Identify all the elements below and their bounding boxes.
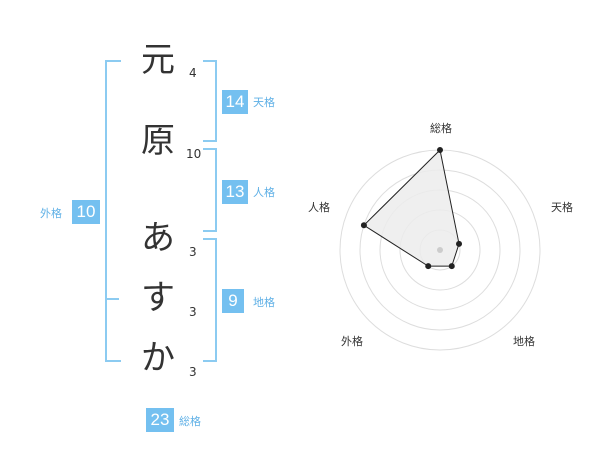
gaikaku-label: 外格: [40, 207, 62, 220]
tenkaku-label: 天格: [253, 96, 275, 109]
fortune-radar-chart: [339, 147, 541, 351]
name-char-2: 原: [141, 121, 175, 161]
gaikaku-bracket: [105, 60, 121, 362]
radar-axis-label-soukaku: 総格: [430, 122, 452, 135]
radar-value-polygon: [363, 148, 460, 267]
name-char-1: 元: [141, 40, 175, 80]
jinkaku-value-badge: 13: [222, 180, 248, 204]
name-char-5: か: [141, 338, 175, 378]
radar-axis-label-chikaku: 地格: [513, 335, 535, 348]
radar-point-4: [360, 222, 367, 229]
jinkaku-label: 人格: [253, 186, 275, 199]
chikaku-label: 地格: [253, 296, 275, 309]
soukaku-value-badge: 23: [146, 408, 174, 432]
tenkaku-bracket: [203, 60, 217, 142]
radar-axis-label-gaikaku: 外格: [341, 335, 363, 348]
chikaku-value-badge: 9: [222, 289, 244, 313]
jinkaku-bracket: [203, 148, 217, 232]
radar-center-dot: [437, 247, 443, 253]
stroke-count-4: 3: [189, 305, 197, 319]
gaikaku-value-badge: 10: [72, 200, 100, 224]
soukaku-label: 総格: [179, 415, 201, 428]
radar-point-1: [456, 240, 463, 247]
gaikaku-bracket-mid-tick: [105, 298, 119, 300]
chikaku-bracket: [203, 238, 217, 362]
stroke-count-1: 4: [189, 66, 197, 80]
radar-point-2: [448, 263, 455, 270]
name-char-3: あ: [141, 218, 175, 258]
radar-axis-label-tenkaku: 天格: [551, 201, 573, 214]
stroke-count-5: 3: [189, 365, 197, 379]
stroke-count-3: 3: [189, 245, 197, 259]
stroke-count-2: 10: [186, 147, 202, 161]
radar-point-3: [425, 263, 432, 270]
tenkaku-value-badge: 14: [222, 90, 248, 114]
name-char-4: す: [141, 278, 175, 318]
radar-axis-label-jinkaku: 人格: [308, 201, 330, 214]
radar-point-0: [437, 147, 443, 153]
